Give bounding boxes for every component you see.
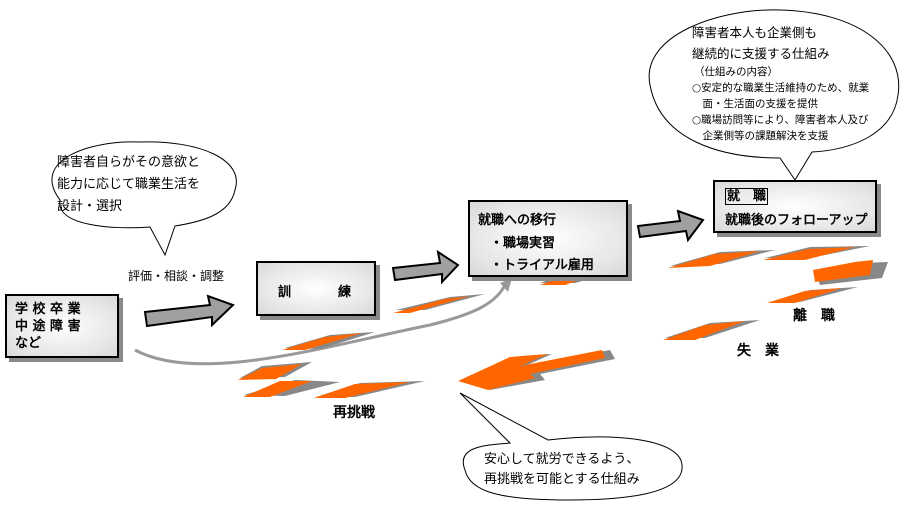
arrow-to-employment <box>636 209 705 243</box>
start-box-line: 中 途 障 害 <box>15 319 81 334</box>
bubble-line: 障害者本人も企業側も <box>692 25 818 40</box>
streak <box>813 260 873 282</box>
bubble-line: 再挑戦を可能とする仕組み <box>484 472 640 487</box>
bubble-self-choice-text: 障害者自らがその意欲と 能力に応じて職業生活を 設計・選択 <box>57 152 200 218</box>
orange-streaks <box>238 246 888 398</box>
streak <box>540 278 585 285</box>
bubble-retry-text: 安心して就労できるよう、 再挑戦を可能とする仕組み <box>484 450 640 490</box>
start-box-line: など <box>15 336 42 351</box>
employment-box: 就 職 就職後のフォローアップ <box>713 180 877 233</box>
training-label-right: 練 <box>338 285 352 300</box>
streak <box>393 296 470 313</box>
start-box: 学 校 卒 業 中 途 障 害 など <box>5 294 119 358</box>
bubble-line: 安心して就労できるよう、 <box>484 452 640 467</box>
label-retry: 再挑戦 <box>333 405 375 421</box>
streak <box>668 251 760 268</box>
assessment-label: 評価・相談・調整 <box>128 269 225 283</box>
arrow-to-training <box>143 294 235 328</box>
bubble-line: 能力に応じて職業生活を <box>57 177 201 192</box>
arrow-to-transition <box>391 249 460 285</box>
bubble-line: 継続的に支援する仕組み <box>692 46 830 61</box>
speech-bubble-retry <box>459 392 683 501</box>
training-label-left: 訓 <box>278 285 292 300</box>
streak <box>282 333 362 350</box>
start-box-line: 学 校 卒 業 <box>15 302 81 317</box>
streak <box>663 321 745 340</box>
streak <box>763 247 855 260</box>
speech-bubble-self-choice <box>51 141 237 257</box>
training-box: 訓 練 <box>256 261 376 316</box>
bubble-detail-line: ○職場訪問等により、障害者本人及び <box>692 114 869 126</box>
label-resignation: 離 職 <box>793 308 835 324</box>
bubble-line: 設計・選択 <box>57 199 123 214</box>
curved-flow-arrowhead <box>500 278 512 292</box>
employment-subtitle: 就職後のフォローアップ <box>725 213 868 228</box>
bubble-support-text: 障害者本人も企業側も 継続的に支援する仕組み （仕組みの内容） ○安定的な職業生… <box>692 22 869 144</box>
transition-item: ・トライアル雇用 <box>490 258 594 273</box>
streak <box>243 381 312 397</box>
label-unemployment: 失 業 <box>737 343 779 359</box>
bubble-detail-line: ○安定的な職業生活維持のため、就業 <box>692 82 870 94</box>
bubble-line: 障害者自らがその意欲と <box>57 155 201 170</box>
curved-flow-line <box>134 284 507 366</box>
employment-title: 就 職 <box>725 188 769 205</box>
transition-title: 就職への移行 <box>478 213 557 228</box>
bubble-detail-line: 面・生活面の支援を提供 <box>692 98 818 110</box>
transition-box: 就職への移行 ・職場実習 ・トライアル雇用 <box>468 200 628 277</box>
streak <box>238 364 302 380</box>
streak <box>767 288 842 303</box>
retry-big-arrow <box>458 350 615 390</box>
speech-bubble-support <box>648 9 900 181</box>
streak <box>314 382 410 398</box>
transition-item: ・職場実習 <box>490 236 556 251</box>
bubble-detail-line: 企業側等の課題解決を支援 <box>692 130 829 142</box>
bubble-detail-title: （仕組みの内容） <box>694 66 778 78</box>
